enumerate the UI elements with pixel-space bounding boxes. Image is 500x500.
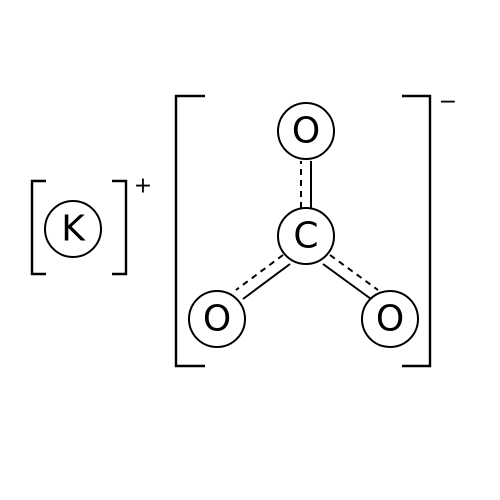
oxygen-right-circle (361, 290, 419, 348)
bond-carbon-oxygen-right (322, 254, 379, 300)
potassium-atom-label: K (61, 209, 86, 250)
carbon-atom-circle (277, 207, 335, 265)
bond-right-dashed-line (329, 254, 379, 291)
anion-left-bracket (174, 94, 205, 368)
anion-group: − C O O O (174, 90, 457, 368)
oxygen-atom-left: O (188, 290, 246, 348)
bond-carbon-oxygen-top (300, 161, 312, 208)
bond-carbon-oxygen-left (235, 254, 291, 300)
oxygen-left-circle (188, 290, 246, 348)
cation-charge: + (134, 174, 152, 199)
oxygen-top-label: O (292, 111, 320, 152)
oxygen-right-label: O (376, 299, 404, 340)
carbon-atom: C (277, 207, 335, 265)
oxygen-left-label: O (203, 299, 231, 340)
bond-left-solid-line (242, 263, 291, 300)
cation-left-bracket (30, 179, 46, 276)
carbon-atom-label: C (293, 216, 318, 257)
bond-left-dashed-line (235, 254, 284, 291)
oxygen-top-circle (277, 102, 335, 160)
cation-group: K + (30, 174, 152, 276)
bond-right-solid-line (322, 263, 372, 300)
oxygen-atom-right: O (361, 290, 419, 348)
anion-charge: − (439, 90, 457, 115)
potassium-atom: K (44, 200, 102, 258)
potassium-atom-circle (44, 200, 102, 258)
cation-right-bracket (112, 179, 128, 276)
oxygen-atom-top: O (277, 102, 335, 160)
anion-right-bracket (402, 94, 432, 368)
